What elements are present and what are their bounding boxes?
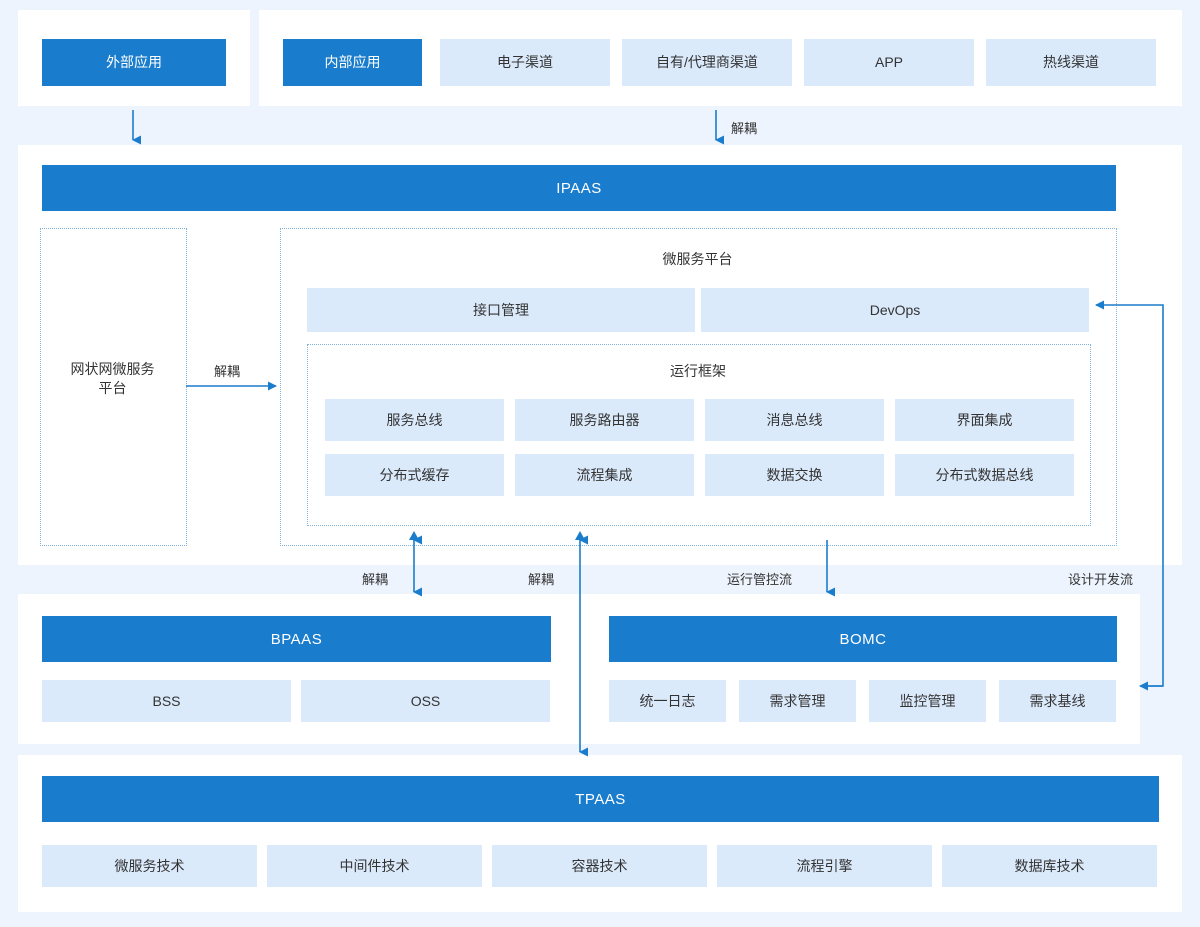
runtime-item-0[interactable]: 服务总线 <box>325 399 504 441</box>
flow-label-decouple-top: 解耦 <box>731 121 758 136</box>
channel-chip-1[interactable]: 自有/代理商渠道 <box>622 39 792 86</box>
micro-tile-1[interactable]: DevOps <box>701 288 1089 332</box>
runtime-item-1[interactable]: 服务路由器 <box>515 399 694 441</box>
runtime-framework-box <box>307 344 1091 526</box>
mesh-platform-box <box>40 228 187 546</box>
flow-label-design-dev: 设计开发流 <box>1068 572 1134 587</box>
mesh-platform-label: 网状网微服务 平台 <box>70 361 155 396</box>
external-app-chip[interactable]: 外部应用 <box>42 39 226 86</box>
runtime-framework-title: 运行框架 <box>670 362 726 379</box>
tpaas-title-bar: TPAAS <box>42 776 1159 822</box>
internal-app-chip[interactable]: 内部应用 <box>283 39 422 86</box>
flow-label-decouple-tpaas: 解耦 <box>528 572 555 587</box>
flow-label-decouple-mesh: 解耦 <box>214 364 241 379</box>
flow-label-runtime-control: 运行管控流 <box>727 572 793 587</box>
ipaas-title-bar: IPAAS <box>42 165 1116 211</box>
tpaas-item-2[interactable]: 容器技术 <box>492 845 707 887</box>
runtime-item-2[interactable]: 消息总线 <box>705 399 884 441</box>
bomc-item-0[interactable]: 统一日志 <box>609 680 726 722</box>
bpaas-item-0[interactable]: BSS <box>42 680 291 722</box>
bpaas-title-bar: BPAAS <box>42 616 551 662</box>
bpaas-item-1[interactable]: OSS <box>301 680 550 722</box>
flow-label-decouple-bpaas: 解耦 <box>362 572 389 587</box>
tpaas-item-0[interactable]: 微服务技术 <box>42 845 257 887</box>
tpaas-item-3[interactable]: 流程引擎 <box>717 845 932 887</box>
micro-platform-title: 微服务平台 <box>662 250 733 267</box>
runtime-item-4[interactable]: 分布式缓存 <box>325 454 504 496</box>
runtime-item-7[interactable]: 分布式数据总线 <box>895 454 1074 496</box>
runtime-item-5[interactable]: 流程集成 <box>515 454 694 496</box>
bomc-title-bar: BOMC <box>609 616 1117 662</box>
tpaas-item-1[interactable]: 中间件技术 <box>267 845 482 887</box>
micro-tile-0[interactable]: 接口管理 <box>307 288 695 332</box>
channel-chip-3[interactable]: 热线渠道 <box>986 39 1156 86</box>
channel-chip-2[interactable]: APP <box>804 39 974 86</box>
bomc-item-2[interactable]: 监控管理 <box>869 680 986 722</box>
runtime-item-6[interactable]: 数据交换 <box>705 454 884 496</box>
channel-chip-0[interactable]: 电子渠道 <box>440 39 610 86</box>
bomc-item-3[interactable]: 需求基线 <box>999 680 1116 722</box>
bomc-item-1[interactable]: 需求管理 <box>739 680 856 722</box>
runtime-item-3[interactable]: 界面集成 <box>895 399 1074 441</box>
tpaas-item-4[interactable]: 数据库技术 <box>942 845 1157 887</box>
